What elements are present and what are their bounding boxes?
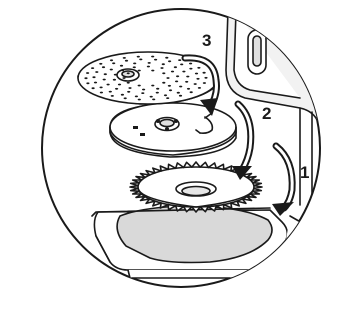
grating-hole [137,56,140,58]
grating-hole [127,82,130,84]
slicing-disc [110,103,236,157]
grating-hole [127,91,130,93]
grating-hole [120,65,123,67]
step-label-2: 2 [262,104,271,123]
grating-hole [122,77,125,79]
grating-hole [102,66,105,68]
grating-hole [99,63,102,65]
grating-hole [138,99,141,101]
grating-hole [204,77,207,79]
grating-hole [174,66,177,68]
grating-hole [151,70,154,72]
grating-hole [128,87,131,89]
grating-hole [114,74,117,76]
grating-hole [92,76,95,78]
grating-hole [197,67,200,69]
grating-hole [124,97,127,99]
grating-hole [179,95,182,97]
grating-hole [94,82,97,84]
grating-hole [110,59,113,61]
grating-hole [196,78,199,80]
grating-hole [147,66,150,68]
grating-hole [84,77,87,79]
grating-hole [152,99,155,101]
grating-hole [179,86,182,88]
grating-hole [100,92,103,94]
grating-hole [148,62,151,64]
grating-hole [127,72,130,74]
grating-hole [162,63,165,65]
grating-hole [142,89,145,91]
grating-hole [164,94,167,96]
grating-hole [165,57,168,59]
grating-hole [107,84,110,86]
grating-hole [203,72,206,74]
grating-hole [190,91,193,93]
grating-hole [133,63,136,65]
grating-hole [198,87,201,89]
grating-hole [156,92,159,94]
base-tray [92,206,304,278]
grating-hole [104,73,107,75]
grating-hole [86,72,89,74]
step-label-3: 3 [202,31,211,50]
grating-hole [168,85,171,87]
grating-hole [135,96,138,98]
grating-hole [175,81,178,83]
grating-hole [95,71,98,73]
grating-hole [177,92,180,94]
grating-hole [162,82,165,84]
grating-hole [86,82,89,84]
grating-hole [186,76,189,78]
grating-hole [189,68,192,70]
step-label-1: 1 [300,163,309,182]
grating-hole [92,87,95,89]
grating-hole [133,66,136,68]
grating-hole [103,79,106,81]
grating-hole [187,88,190,90]
grating-hole [150,96,153,98]
grating-hole [195,73,198,75]
grating-hole [91,67,94,69]
grating-hole [121,94,124,96]
grating-hole [189,63,192,65]
grating-hole [100,87,103,89]
grating-hole [182,71,185,73]
grating-hole [151,85,154,87]
grating-hole [123,57,126,59]
grating-hole [138,70,141,72]
grating-hole [125,60,128,62]
grating-hole [113,79,116,81]
grating-hole [185,81,188,83]
grating-hole [121,69,124,71]
grating-hole [109,91,112,93]
grating-hole [115,88,118,90]
grating-hole [110,69,113,71]
grating-hole [139,59,142,61]
grating-hole [151,56,154,58]
grating-hole [160,67,163,69]
grating-hole [180,64,183,66]
grating-hole [118,84,121,86]
grating-hole [194,83,197,85]
grating-hole [203,82,206,84]
grating-hole [171,71,174,73]
grating-hole [169,89,172,91]
grating-hole [176,75,179,77]
grating-hole [178,59,181,61]
grating-hole [166,97,169,99]
grating-hole [156,88,159,90]
grating-hole [112,62,115,64]
grating-hole [166,77,169,79]
grating-hole [138,85,141,87]
grating-hole [168,60,171,62]
grating-hole [111,95,114,97]
grating-hole [154,59,157,61]
grating-hole [162,72,165,74]
grating-hole [141,92,144,94]
